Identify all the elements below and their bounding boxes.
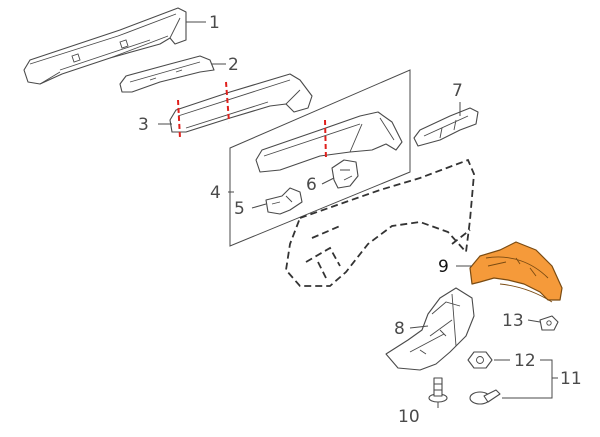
part-2-bracket[interactable] bbox=[119, 55, 215, 93]
callout-8[interactable]: 8 bbox=[394, 319, 405, 339]
callout-2[interactable]: 2 bbox=[228, 55, 239, 75]
part-6-bracket[interactable] bbox=[331, 159, 359, 189]
part-9-wheelhouse-liner[interactable] bbox=[469, 241, 563, 303]
part-12-nut[interactable] bbox=[467, 351, 493, 369]
callout-6[interactable]: 6 bbox=[306, 175, 317, 195]
callout-10[interactable]: 10 bbox=[398, 407, 420, 427]
part-11-push-pin[interactable] bbox=[469, 389, 501, 405]
part-13-clip[interactable] bbox=[539, 315, 559, 331]
part-4-group-outline bbox=[229, 69, 411, 247]
callout-1[interactable]: 1 bbox=[209, 13, 220, 33]
callout-11[interactable]: 11 bbox=[560, 369, 582, 389]
callout-9[interactable]: 9 bbox=[438, 257, 449, 277]
callout-5[interactable]: 5 bbox=[234, 199, 245, 219]
part-10-rivet[interactable] bbox=[428, 377, 448, 403]
callout-labels: 1 2 3 4 5 6 7 8 9 10 11 12 13 bbox=[138, 13, 582, 427]
callout-13[interactable]: 13 bbox=[502, 311, 524, 331]
callout-4[interactable]: 4 bbox=[210, 183, 221, 203]
callout-12[interactable]: 12 bbox=[514, 351, 536, 371]
part-4-apron-rail[interactable] bbox=[255, 111, 403, 173]
part-8-splash-shield[interactable] bbox=[385, 287, 475, 371]
part-1-upper-rail[interactable] bbox=[23, 7, 187, 85]
callout-7[interactable]: 7 bbox=[452, 81, 463, 101]
part-7-side-bracket[interactable] bbox=[413, 107, 479, 147]
fender-outline bbox=[285, 158, 475, 287]
part-5-bracket[interactable] bbox=[265, 187, 303, 215]
part-3-lower-rail[interactable] bbox=[169, 73, 313, 139]
leader-lines bbox=[158, 21, 558, 408]
callout-3[interactable]: 3 bbox=[138, 115, 149, 135]
